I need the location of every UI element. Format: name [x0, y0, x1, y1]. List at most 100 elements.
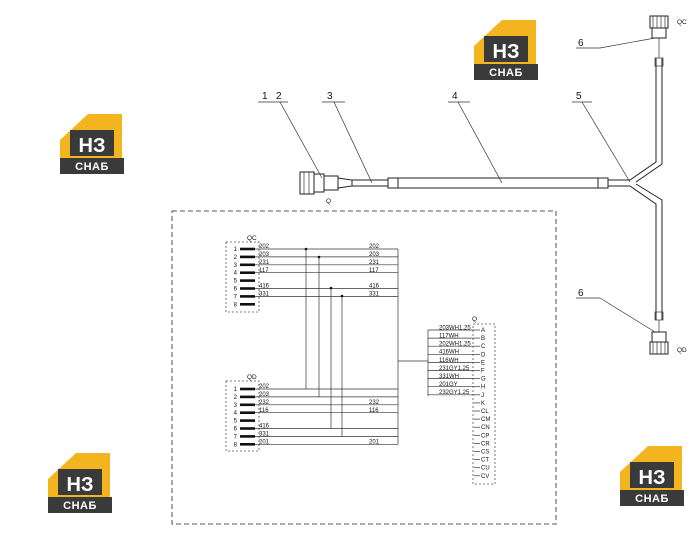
qc-wire-label: 117 — [259, 268, 269, 274]
qd-pin-terminal — [240, 411, 255, 414]
qd-pin-number: 5 — [234, 419, 238, 425]
q-wire-label: 231GY1.25 — [439, 366, 470, 372]
callout-1: 1 — [262, 91, 268, 102]
q-title: Q — [472, 316, 477, 323]
qd-pin-number: 7 — [234, 434, 238, 440]
logo-word: СНАБ — [75, 161, 109, 173]
qc-pin-terminal — [240, 255, 255, 259]
qd-pin-terminal — [240, 427, 255, 430]
label-q: Q — [326, 198, 331, 205]
q-pin-letter: E — [481, 360, 485, 366]
brand-logo-bottom-left: НЗ СНАБ — [48, 453, 112, 513]
qc-pin-number: 7 — [234, 294, 238, 300]
harness-assembly: 1 2 3 4 5 6 6 QC QD Q — [258, 15, 687, 355]
qc-pin-terminal — [240, 287, 255, 290]
leader-lines — [258, 37, 656, 333]
qc-wire-label-right: 231 — [369, 260, 380, 266]
qd-wire-label: 201 — [259, 440, 270, 446]
qc-pin-terminal — [240, 247, 255, 251]
qc-wire-label-right: 117 — [369, 268, 379, 274]
q-pin-letter: CU — [481, 466, 490, 472]
qd-wire-label: 202 — [259, 384, 270, 390]
wire-runs — [255, 247, 474, 445]
logo-word: СНАБ — [489, 67, 523, 79]
qc-wire-label: 202 — [259, 244, 270, 250]
q-wire-label: 202WH1.25 — [439, 342, 471, 348]
qc-title: QC — [247, 235, 257, 242]
q-wire-label: 117WH — [439, 334, 459, 340]
qc-pin-number: 4 — [234, 271, 238, 277]
qc-pin-number: 2 — [234, 255, 238, 261]
logo-mark: НЗ — [79, 135, 106, 157]
qc-wire-label: 416 — [259, 284, 270, 290]
callout-5: 5 — [576, 91, 582, 102]
q-pin-letter: CN — [481, 425, 490, 431]
qc-wire-label: 203 — [259, 252, 270, 258]
q-pin-letter: B — [481, 336, 485, 342]
y-branch — [629, 57, 664, 321]
qc-pin-terminal — [240, 271, 255, 274]
q-wire-label: 416WH — [439, 350, 459, 356]
q-pin-letter: G — [481, 377, 486, 383]
label-qd: QD — [677, 347, 687, 354]
q-pin-letter: H — [481, 385, 485, 391]
q-pin-letter: CS — [481, 450, 489, 456]
qd-pin-terminal — [240, 435, 255, 438]
qd-wire-label: 331 — [259, 432, 270, 438]
q-pin-letter: A — [481, 328, 485, 334]
wire-junction — [317, 255, 321, 259]
qc-wire-label-right: 202 — [369, 244, 380, 250]
connector-qd-body — [649, 320, 669, 355]
qd-wire-label-right: 232 — [369, 400, 380, 406]
qc-wire-label-right: 203 — [369, 252, 380, 258]
q-pin-list: A203WH1.25B117WHC202WH1.25D416WHE116WHF2… — [439, 325, 490, 479]
callout-6-top: 6 — [578, 38, 584, 49]
q-pin-letter: D — [481, 352, 486, 358]
q-block — [472, 323, 496, 485]
wire-junction — [329, 286, 333, 290]
qd-wire-label-right: 116 — [369, 408, 379, 414]
qd-pin-number: 3 — [234, 403, 238, 409]
callout-4: 4 — [452, 91, 458, 102]
q-pin-letter: K — [481, 401, 485, 407]
q-pin-letter: CP — [481, 433, 489, 439]
logo-mark: НЗ — [493, 41, 520, 63]
qd-wire-label: 232 — [259, 400, 270, 406]
qc-wire-label: 231 — [259, 260, 270, 266]
qd-pin-terminal — [240, 403, 255, 407]
q-wire-label: 203WH1.25 — [439, 325, 471, 331]
callout-2: 2 — [276, 91, 282, 102]
connector-qc-body — [649, 15, 669, 58]
qc-pin-number: 8 — [234, 302, 238, 308]
qd-block — [225, 380, 260, 452]
label-qc: QC — [677, 19, 687, 26]
wire-junction — [340, 294, 344, 298]
q-pin-letter: CT — [481, 458, 489, 464]
q-pin-letter: F — [481, 369, 485, 375]
brand-logo-left: НЗ СНАБ — [60, 114, 124, 174]
schematic-frame — [171, 210, 557, 525]
qc-pin-terminal — [240, 295, 255, 298]
qd-title: QD — [247, 374, 257, 381]
qd-pin-terminal — [240, 395, 255, 399]
brand-logo-top: НЗ СНАБ — [474, 20, 538, 80]
qd-pin-terminal — [240, 419, 255, 422]
q-wire-label: 201GY — [439, 382, 458, 388]
qc-block — [225, 241, 260, 313]
qc-pin-terminal — [240, 279, 255, 282]
wire-junction — [304, 247, 308, 251]
qd-pin-number: 2 — [234, 395, 238, 401]
qc-pin-number: 3 — [234, 263, 238, 269]
brand-logo-bottom-right: НЗ СНАБ — [620, 446, 684, 506]
qc-wire-label-right: 416 — [369, 284, 380, 290]
qd-pin-number: 6 — [234, 427, 238, 433]
qc-pin-terminal — [240, 303, 255, 306]
qc-pin-number: 5 — [234, 279, 238, 285]
qd-wire-label: 203 — [259, 392, 270, 398]
qc-wire-label-right: 331 — [369, 292, 380, 298]
qd-pin-number: 8 — [234, 442, 238, 448]
